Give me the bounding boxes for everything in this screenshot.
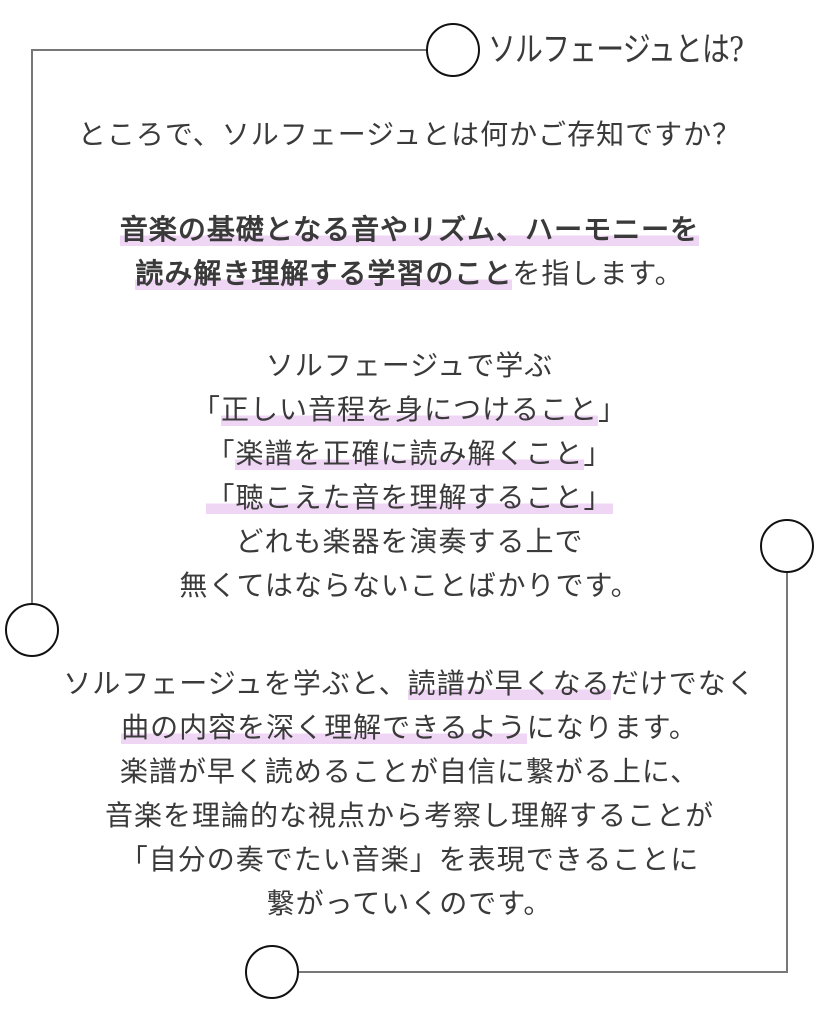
highlight-text: 曲の内容を深く理解できるよう (121, 711, 527, 744)
learn-block: ソルフェージュで学ぶ 「正しい音程を身につけること」 「楽譜を正確に読み解くこと… (0, 344, 819, 608)
section-title: ソルフェージュとは? (488, 30, 744, 70)
frame-line-bottom-right (298, 572, 788, 973)
highlight-text: 読み解き理解する学習のこと (135, 257, 513, 290)
plain-text: を指します。 (512, 257, 684, 290)
plain-text: だけでなく (610, 667, 756, 700)
bracket-open: 「 (206, 481, 236, 514)
circle-ornament-right (760, 519, 814, 573)
intro-block: ところで、ソルフェージュとは何かご存知ですか？ (0, 113, 819, 157)
benefits-line-2: 曲の内容を深く理解できるようになります。 (0, 706, 819, 750)
bracket-close: 」 (583, 437, 613, 470)
learn-item: 「聴こえた音を理解すること」 (0, 476, 819, 520)
bracket-open: 「 (191, 393, 221, 426)
highlight-text: 音楽の基礎となる音やリズム、ハーモニーを (119, 213, 700, 246)
bracket-close: 」 (598, 393, 628, 426)
benefits-line-1: ソルフェージュを学ぶと、読譜が早くなるだけでなく (0, 662, 819, 706)
plain-text: ソルフェージュを学ぶと、 (63, 667, 408, 700)
learn-item: 「楽譜を正確に読み解くこと」 (0, 432, 819, 476)
learn-heading: ソルフェージュで学ぶ (265, 349, 554, 382)
learn-line-a: どれも楽器を演奏する上で (235, 525, 584, 558)
frame-line-top-left (31, 49, 427, 604)
learn-line-b: 無くてはならないことばかりです。 (179, 569, 640, 602)
bracket-close: 」 (583, 481, 613, 514)
bracket-open: 「 (206, 437, 236, 470)
highlight-wrap: 「聴こえた音を理解すること」 (206, 481, 613, 514)
highlight-text: 聴こえた音を理解すること (235, 481, 584, 514)
circle-ornament-title (426, 23, 480, 77)
benefits-block: ソルフェージュを学ぶと、読譜が早くなるだけでなく 曲の内容を深く理解できるように… (0, 662, 819, 926)
benefits-line-6: 繋がっていくのです。 (266, 887, 553, 920)
highlight-text: 読譜が早くなる (407, 667, 611, 700)
circle-ornament-bottom (245, 945, 299, 999)
intro-text: ところで、ソルフェージュとは何かご存知ですか？ (77, 118, 742, 151)
definition-line-1: 音楽の基礎となる音やリズム、ハーモニーを (0, 208, 819, 252)
plain-text: になります。 (526, 711, 698, 744)
benefits-line-5: 「自分の奏でたい音楽」を表現できることに (119, 843, 700, 876)
definition-line-2: 読み解き理解する学習のことを指します。 (0, 252, 819, 296)
highlight-text: 正しい音程を身につけること (220, 393, 598, 426)
circle-ornament-left (5, 603, 59, 657)
learn-item: 「正しい音程を身につけること」 (0, 388, 819, 432)
benefits-line-4: 音楽を理論的な視点から考察し理解することが (104, 799, 714, 832)
highlight-text: 楽譜を正確に読み解くこと (235, 437, 584, 470)
definition-block: 音楽の基礎となる音やリズム、ハーモニーを 読み解き理解する学習のことを指します。 (0, 208, 819, 296)
benefits-line-3: 楽譜が早く読めることが自信に繋がる上に、 (119, 755, 700, 788)
